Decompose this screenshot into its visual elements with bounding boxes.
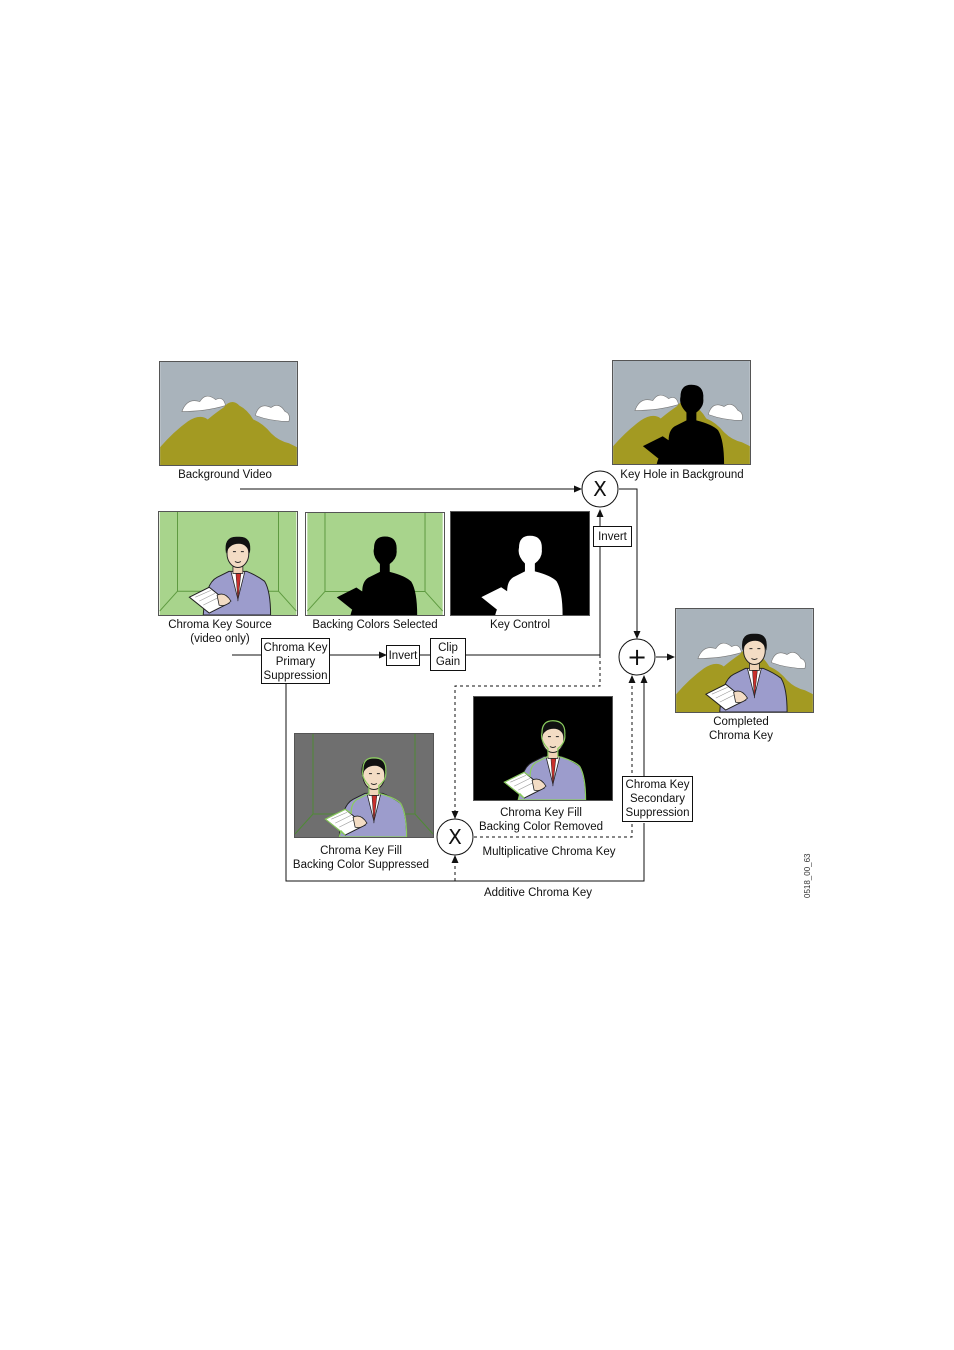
svg-text:Gain: Gain [436,656,460,668]
label-fill-removed-sub: Backing Color Removed [479,821,603,833]
svg-text:Secondary: Secondary [630,793,685,805]
label-fill-suppressed: Chroma Key Fill [320,845,402,857]
add-operator: + [618,638,656,676]
svg-text:Chroma Key: Chroma Key [626,779,690,791]
label-chroma-source-sub: (video only) [190,633,250,645]
label-backing-selected: Backing Colors Selected [312,619,437,631]
svg-text:Invert: Invert [389,650,419,662]
chroma-key-source-image [158,511,298,616]
label-chroma-source: Chroma Key Source [168,619,272,631]
key-hole-image [612,360,751,465]
label-completed: Completed [713,716,769,728]
label-key-hole: Key Hole in Background [620,469,743,481]
completed-chroma-key-image [675,608,814,713]
svg-text:Chroma Key: Chroma Key [264,642,328,654]
svg-text:Clip: Clip [438,642,458,654]
label-key-control: Key Control [490,619,550,631]
svg-text:Invert: Invert [598,531,628,543]
connectors [232,485,675,882]
svg-text:X: X [593,477,607,501]
invert-box-top: Invert [593,526,632,547]
label-multiplicative: Multiplicative Chroma Key [483,846,616,858]
multiply-operator-top: X [581,470,619,508]
label-background-video: Background Video [178,469,272,481]
primary-suppression-box: Chroma Key Primary Suppression [261,638,330,684]
fill-backing-removed-image [473,696,613,801]
figure-id: 0518_00_63 [803,853,812,898]
key-control-image [450,511,590,616]
secondary-suppression-box: Chroma Key Secondary Suppression [622,776,693,822]
label-additive: Additive Chroma Key [484,887,592,899]
background-video-image [159,361,298,466]
svg-text:Suppression: Suppression [264,670,328,682]
backing-colors-selected-image [305,512,445,616]
svg-text:X: X [448,825,462,849]
multiply-operator-bottom: X [436,818,474,856]
svg-text:Primary: Primary [276,656,316,668]
label-fill-removed: Chroma Key Fill [500,807,582,819]
invert-box-mid: Invert [386,645,420,666]
clip-gain-box: Clip Gain [430,638,466,671]
label-fill-suppressed-sub: Backing Color Suppressed [293,859,429,871]
svg-text:Suppression: Suppression [626,807,690,819]
fill-backing-suppressed-image [294,733,434,838]
svg-text:+: + [627,643,647,671]
label-completed-sub: Chroma Key [709,730,773,742]
